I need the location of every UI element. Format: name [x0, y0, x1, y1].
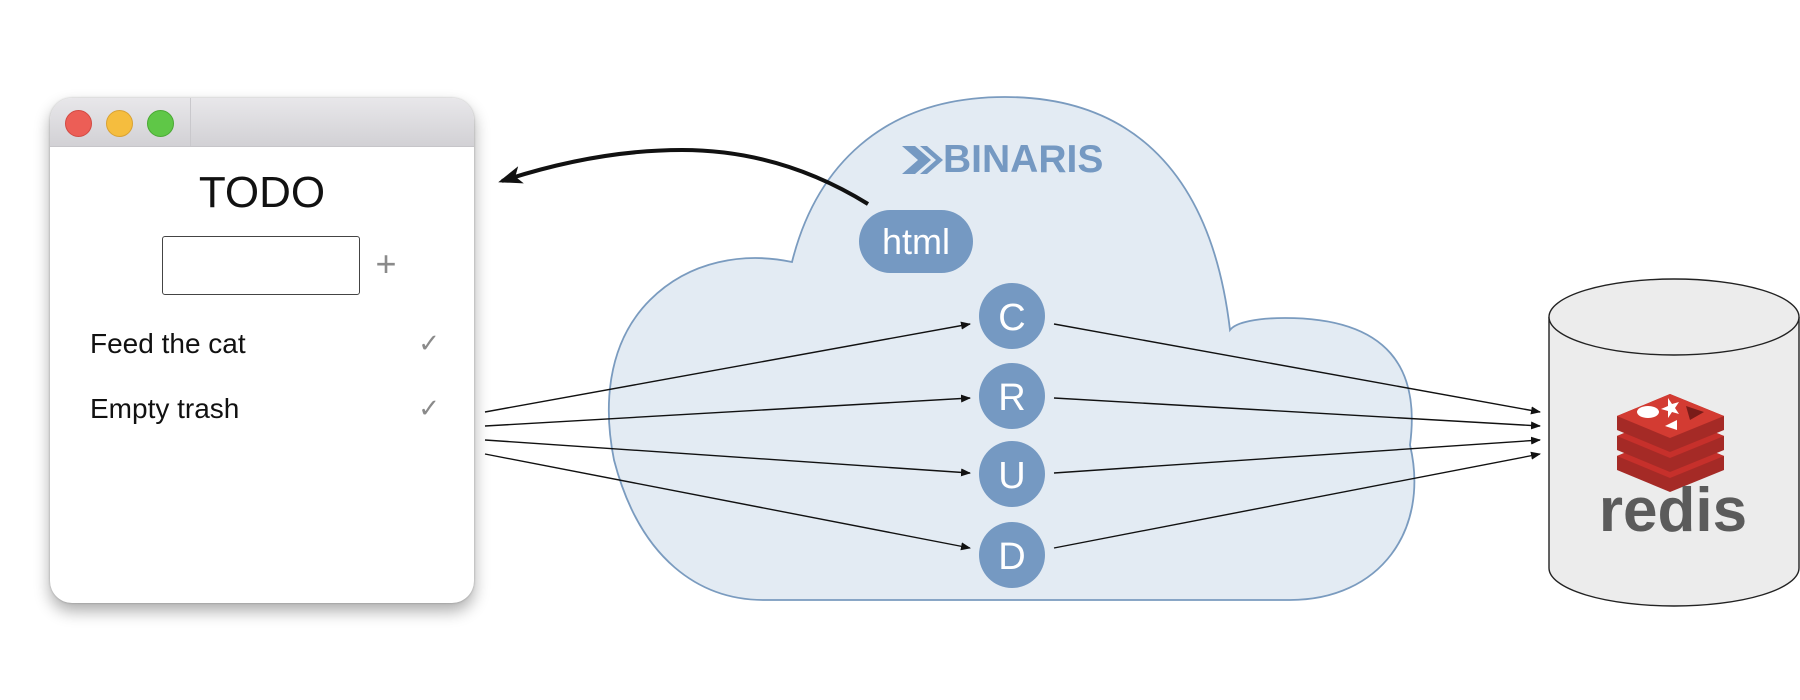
crud-node-u-label: U — [998, 455, 1025, 497]
redis-logo-text: redis — [1599, 476, 1747, 545]
binaris-brand-text: BINARIS — [943, 138, 1103, 181]
database-cylinder-top — [1548, 278, 1800, 356]
arrow-d-to-redis — [1053, 451, 1541, 549]
maximize-window-button[interactable] — [147, 110, 174, 137]
new-todo-input[interactable] — [162, 236, 360, 295]
crud-node-d: D — [979, 522, 1045, 588]
html-response-arrow — [498, 147, 870, 206]
arrow-to-r — [484, 394, 971, 427]
todo-item-label: Feed the cat — [90, 328, 246, 359]
check-icon[interactable]: ✓ — [418, 328, 440, 358]
add-todo-button[interactable]: + — [375, 243, 397, 284]
binaris-chevron-icon — [902, 146, 943, 174]
close-window-button[interactable] — [65, 110, 92, 137]
arrow-u-to-redis — [1053, 436, 1541, 474]
crud-node-r-label: R — [998, 377, 1025, 419]
crud-node-c: C — [979, 283, 1045, 349]
todo-app-window: TODO + Feed the cat ✓ Empty trash ✓ — [50, 98, 474, 603]
arrow-to-d — [484, 453, 971, 551]
crud-node-u: U — [979, 441, 1045, 507]
todo-item-label: Empty trash — [90, 393, 240, 424]
crud-node-r: R — [979, 363, 1045, 429]
binaris-logo: BINARIS — [902, 138, 1103, 181]
arrow-to-u — [484, 439, 971, 477]
client-to-crud-arrows — [484, 321, 971, 551]
check-icon[interactable]: ✓ — [418, 393, 440, 423]
arrow-r-to-redis — [1053, 397, 1541, 430]
redis-database: redis — [1548, 278, 1800, 607]
minimize-window-button[interactable] — [106, 110, 133, 137]
html-node-label: html — [882, 221, 950, 262]
crud-to-redis-arrows — [1053, 323, 1541, 549]
crud-node-d-label: D — [998, 536, 1025, 578]
window-titlebar — [50, 98, 474, 147]
titlebar-divider — [190, 98, 191, 146]
redis-logo-icon — [1617, 394, 1724, 492]
arrow-c-to-redis — [1053, 323, 1541, 415]
crud-node-c-label: C — [998, 297, 1025, 339]
todo-item: Empty trash ✓ — [90, 389, 440, 429]
todo-item: Feed the cat ✓ — [90, 324, 440, 364]
todo-title: TODO — [198, 168, 326, 217]
arrow-to-c — [484, 321, 971, 413]
html-node: html — [859, 210, 973, 273]
